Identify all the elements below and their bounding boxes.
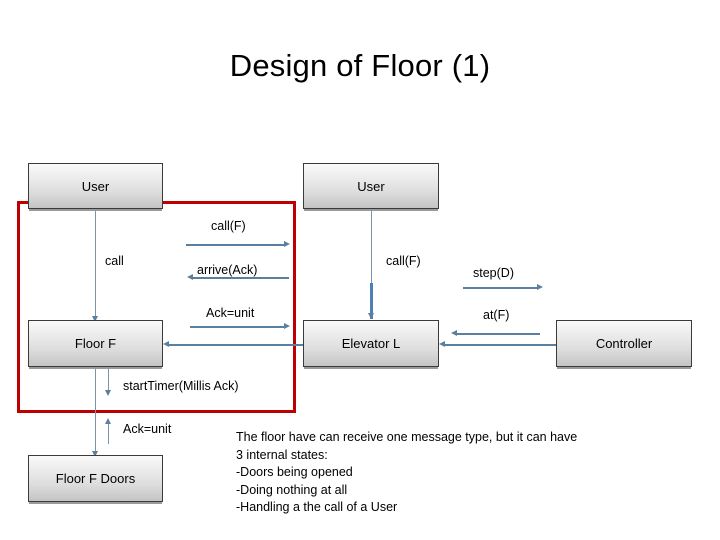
connector-at-f xyxy=(456,333,540,335)
arrowhead-arrive-ack xyxy=(187,273,193,280)
edge-label-step-d: step(D) xyxy=(473,266,514,280)
arrowhead-user-right-to-elevator-l xyxy=(367,313,374,319)
node-floor-f-label: Floor F xyxy=(74,336,117,351)
node-controller-label: Controller xyxy=(595,336,653,351)
edge-label-ack-unit-bottom: Ack=unit xyxy=(123,422,172,436)
connector-user-right-to-elevator-l xyxy=(371,209,372,317)
connector-elevator-l-to-floor-f xyxy=(168,344,307,346)
arrowhead-ack-unit-bottom xyxy=(104,418,111,424)
node-user-right[interactable]: User xyxy=(303,163,439,209)
node-user-right-label: User xyxy=(357,178,385,194)
connector-arrive-ack xyxy=(192,277,289,279)
arrowhead-user-left-to-floor-f xyxy=(91,316,98,322)
edge-label-arrive-ack: arrive(Ack) xyxy=(197,263,258,277)
node-user-left[interactable]: User xyxy=(28,163,163,209)
node-floor-f-doors[interactable]: Floor F Doors xyxy=(28,455,163,502)
arrowhead-ack-unit-top xyxy=(284,322,290,329)
connector-start-timer xyxy=(108,368,109,394)
arrowhead-step-d xyxy=(537,283,543,290)
connector-user-left-to-floor-f xyxy=(95,209,96,321)
node-user-left-label: User xyxy=(81,178,110,194)
connector-call-f-top xyxy=(186,244,286,246)
node-elevator-l-label: Elevator L xyxy=(341,336,401,351)
arrowhead-elevator-l-to-floor-f xyxy=(163,340,169,347)
edge-label-call-f-top: call(F) xyxy=(211,219,246,233)
arrowhead-controller-to-elevator-l xyxy=(439,340,445,347)
connector-controller-to-elevator-l xyxy=(444,344,558,346)
description-note: The floor have can receive one message t… xyxy=(236,430,578,514)
connector-ack-unit-top xyxy=(190,326,286,328)
node-controller[interactable]: Controller xyxy=(556,320,692,367)
edge-label-ack-unit-top: Ack=unit xyxy=(206,306,255,320)
arrowhead-floor-f-to-doors xyxy=(91,451,98,457)
node-floor-f-doors-label: Floor F Doors xyxy=(55,471,136,486)
arrowhead-start-timer xyxy=(104,390,111,396)
node-elevator-l[interactable]: Elevator L xyxy=(303,320,439,367)
connector-step-d xyxy=(463,287,539,289)
connector-floor-f-to-doors xyxy=(95,368,96,456)
arrowhead-call-f-top xyxy=(284,240,290,247)
connector-user-right-to-elevator-l-tail xyxy=(370,283,373,319)
edge-label-call-f-middle: call(F) xyxy=(386,254,421,268)
connector-ack-unit-bottom xyxy=(108,420,109,444)
node-floor-f[interactable]: Floor F xyxy=(28,320,163,367)
edge-label-start-timer: startTimer(Millis Ack) xyxy=(123,379,239,393)
edge-label-call: call xyxy=(105,254,124,268)
page-title: Design of Floor (1) xyxy=(229,48,491,83)
arrowhead-at-f xyxy=(451,329,457,336)
edge-label-at-f: at(F) xyxy=(483,308,510,322)
